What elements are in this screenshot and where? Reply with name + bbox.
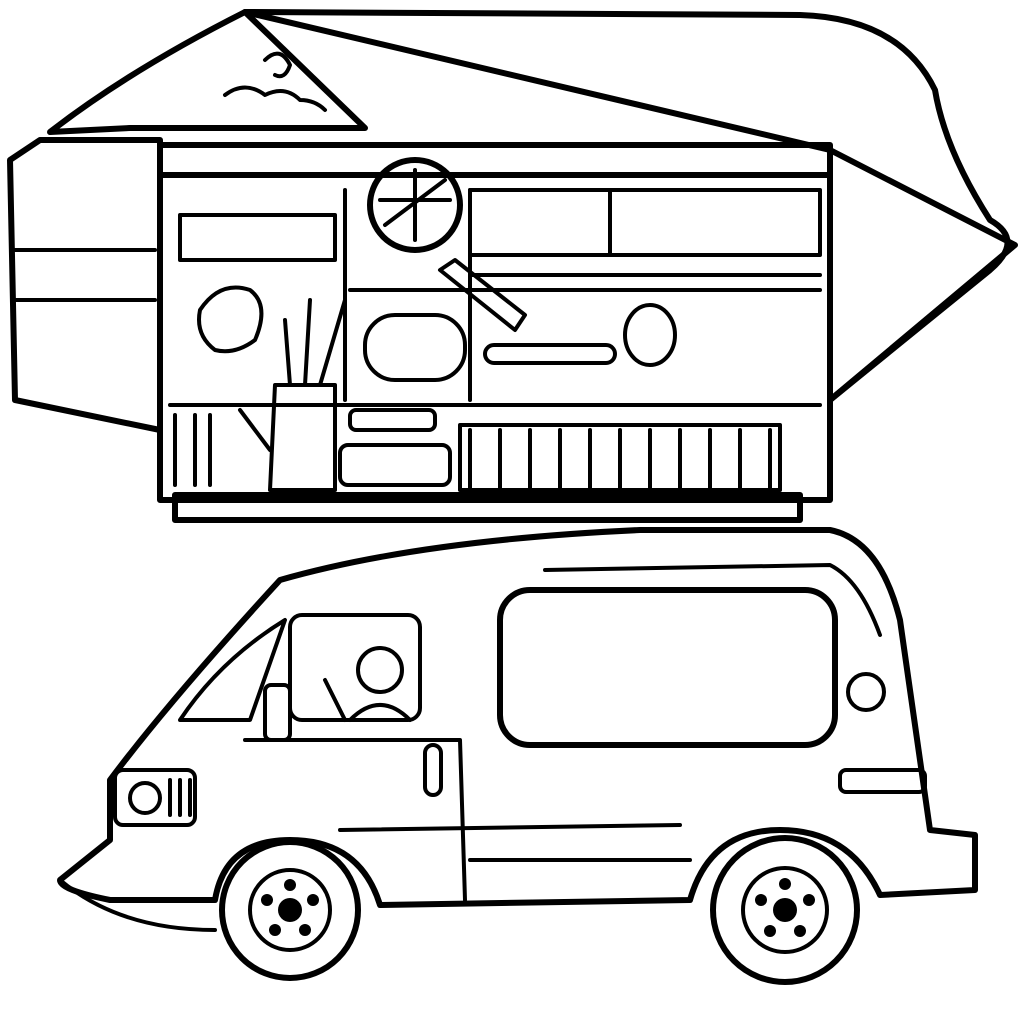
fan-blades — [378, 168, 452, 242]
fuel-cap — [846, 672, 886, 712]
drawer — [348, 408, 437, 432]
van — [57, 527, 978, 985]
fan-icon — [367, 157, 463, 253]
griddle — [363, 313, 467, 382]
utensils-icon — [238, 298, 347, 452]
spatula-icon — [438, 258, 527, 332]
hub-icon — [773, 898, 797, 922]
rear-wheel — [710, 835, 860, 985]
box-outer-shell — [242, 9, 1011, 403]
front-door — [243, 738, 467, 902]
driver-window — [288, 613, 422, 722]
box-left-side — [7, 137, 163, 433]
upper-shelf — [468, 188, 822, 257]
body-trim — [338, 823, 692, 862]
pot-icon — [623, 303, 677, 367]
front-wheel — [219, 839, 361, 981]
side-mirror — [263, 683, 292, 742]
roof-emblem — [223, 51, 327, 112]
utensil-holder — [268, 383, 337, 492]
headlight-grille — [113, 768, 197, 827]
shelf-left — [178, 213, 337, 262]
hot-plate — [483, 343, 617, 365]
counter-slats — [173, 413, 782, 492]
windshield — [178, 618, 287, 722]
rear-light — [838, 768, 927, 794]
front-bumper — [58, 878, 217, 932]
bottom-plate — [172, 492, 803, 523]
side-window — [497, 587, 838, 748]
driver-figure — [323, 646, 412, 722]
roof-rail — [543, 563, 882, 637]
glove-icon — [197, 285, 264, 354]
drawer — [338, 443, 452, 487]
food-truck-box — [7, 9, 1018, 523]
hub-icon — [278, 898, 302, 922]
door-handle — [423, 743, 443, 797]
roof-triangle — [47, 9, 368, 135]
van-body — [57, 527, 978, 908]
right-wedge — [827, 147, 1018, 403]
